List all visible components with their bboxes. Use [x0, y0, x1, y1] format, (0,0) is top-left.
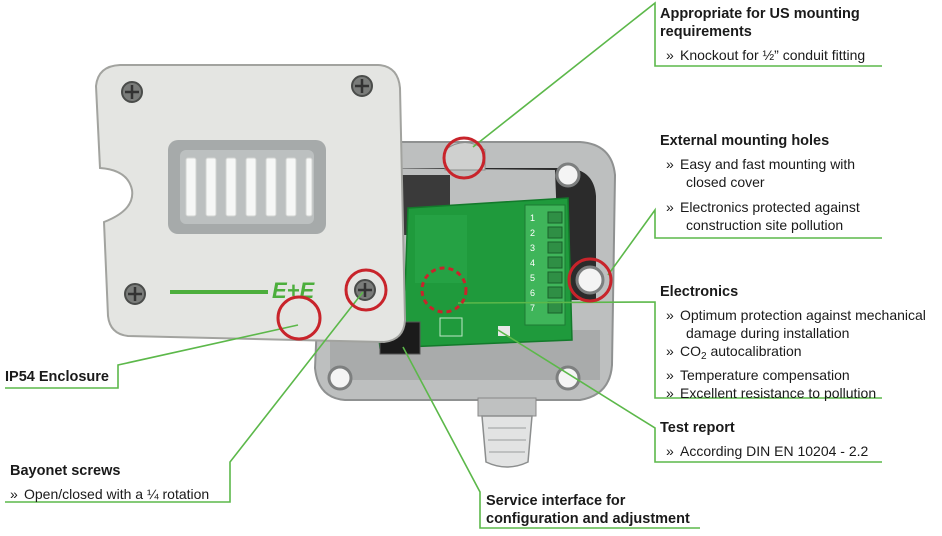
callout-ip54-title: IP54 Enclosure: [5, 369, 109, 385]
callout-bayonet-title: Bayonet screws: [10, 463, 121, 479]
callout-ip54: IP54 Enclosure: [5, 368, 109, 386]
terminal-label: 3: [530, 243, 535, 253]
leader-bayonet: [5, 291, 364, 503]
terminal-screw: [547, 226, 563, 239]
marker-ip54: [276, 295, 322, 341]
leader-test-report: [497, 329, 882, 463]
terminal-label: 6: [530, 288, 535, 298]
leader-lines: [5, 1, 882, 529]
leader-electronics: [457, 301, 882, 399]
callout-us-mounting-title-1: Appropriate for US mounting: [660, 6, 860, 22]
marker-mounting-hole: [567, 257, 613, 303]
callout-us-mounting-title-2: requirements: [660, 24, 752, 40]
marker-knockout: [442, 136, 486, 180]
terminal-labels: 1 2 3 4 5 6 7: [530, 213, 535, 313]
leader-us-mounting: [472, 1, 882, 148]
terminal-screw: [547, 301, 563, 314]
callout-test-report: Test report »According DIN EN 10204 - 2.…: [660, 419, 868, 460]
housing-cover: E+E: [94, 64, 407, 344]
callout-service: Service interface for configuration and …: [486, 492, 690, 528]
terminal-screw: [547, 286, 563, 299]
callout-mounting-holes-title: External mounting holes: [660, 133, 830, 149]
terminal-label: 1: [530, 213, 535, 223]
terminal-block: [524, 204, 566, 326]
callout-us-mounting-item: »Knockout for ½” conduit fitting: [666, 47, 866, 63]
terminal-label: 5: [530, 273, 535, 283]
terminal-screw: [547, 256, 563, 269]
leader-ip54: [5, 324, 299, 389]
callout-bayonet: Bayonet screws »Open/closed with a ¼ rot…: [10, 462, 209, 503]
cover-screws: [121, 75, 376, 305]
callout-test-report-title: Test report: [660, 420, 735, 436]
cable-gland: [477, 397, 537, 468]
red-markers: [276, 136, 613, 341]
callout-electronics-item-4: »Excellent resistance to pollution: [666, 385, 877, 401]
marker-bayonet-screw: [344, 268, 388, 312]
pcb-board: [374, 197, 573, 355]
leader-service: [402, 346, 700, 529]
marker-electronics: [420, 266, 468, 314]
callout-service-title-1: Service interface for: [486, 493, 626, 509]
terminal-label: 4: [530, 258, 535, 268]
callout-electronics-item-2: »CO2 autocalibration: [666, 343, 802, 362]
terminal-label: 7: [530, 303, 535, 313]
cover-vents: [185, 157, 313, 217]
callout-service-title-2: configuration and adjustment: [486, 511, 690, 527]
callout-electronics: Electronics »Optimum protection against …: [660, 283, 926, 402]
callout-mounting-holes: External mounting holes »Easy and fast m…: [660, 132, 860, 234]
callout-electronics-item-3: »Temperature compensation: [666, 367, 850, 383]
callout-test-report-item: »According DIN EN 10204 - 2.2: [666, 443, 869, 459]
callout-us-mounting: Appropriate for US mounting requirements…: [660, 5, 865, 64]
terminal-screw: [547, 211, 563, 224]
terminal-screw: [547, 271, 563, 284]
callout-electronics-title: Electronics: [660, 284, 739, 300]
callout-bayonet-item: »Open/closed with a ¼ rotation: [10, 486, 210, 502]
terminal-screw: [547, 241, 563, 254]
leader-mounting-holes: [607, 207, 882, 276]
terminal-label: 2: [530, 228, 535, 238]
